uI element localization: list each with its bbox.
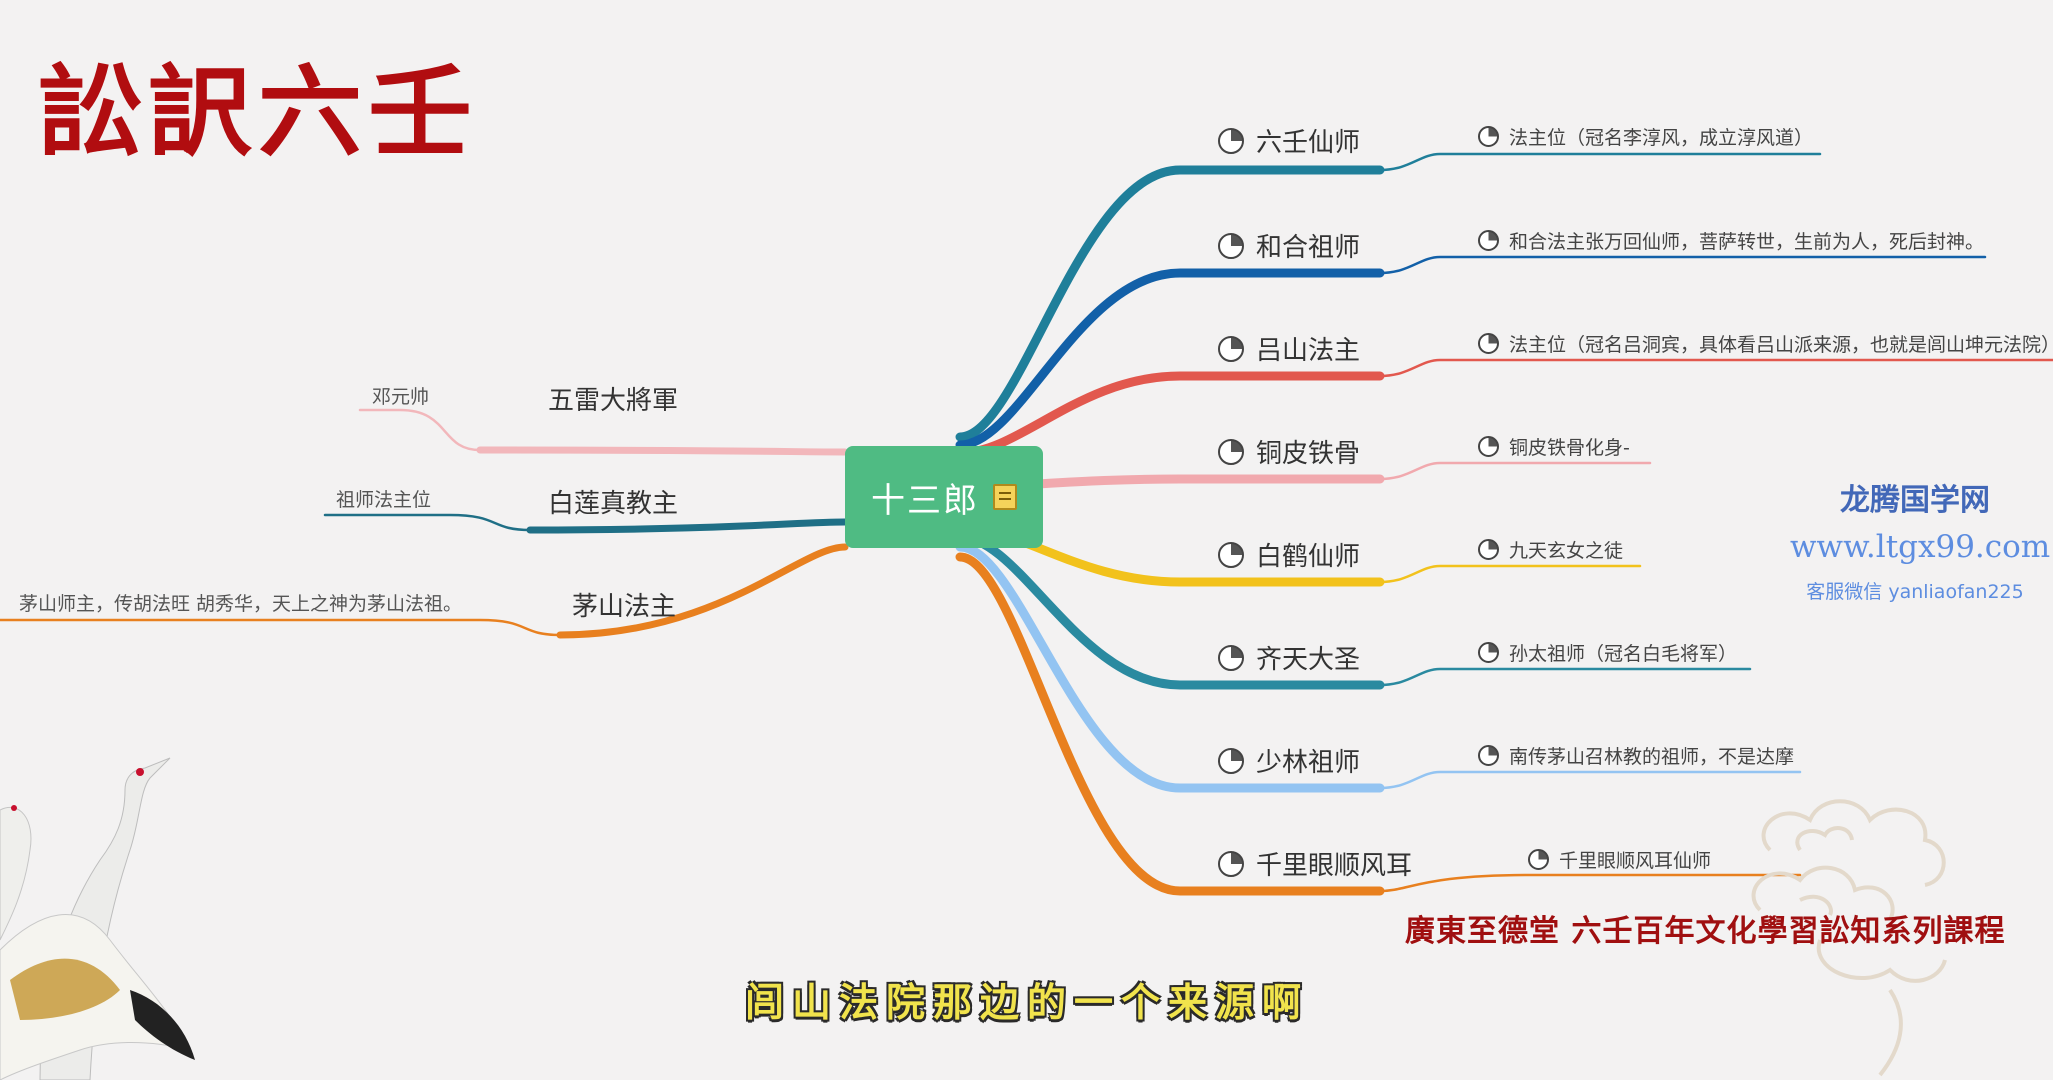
connector-left-main [526, 518, 849, 534]
central-topic-label: 十三郎 [871, 480, 979, 521]
watermark-site-name: 龙腾国学网 [1840, 483, 1990, 518]
connector-main [955, 552, 1385, 896]
branch-liuren-xianshi[interactable]: 六壬仙师 [1218, 122, 1360, 159]
branch-bailian-zhenjiaozhu[interactable]: 白莲真教主 [548, 489, 679, 519]
connector-main [955, 165, 1385, 442]
pie-progress-icon [1218, 335, 1244, 362]
connector-detail [1378, 358, 2053, 378]
connector-detail [1378, 255, 1987, 275]
pie-progress-icon [1478, 436, 1499, 457]
pie-progress-icon [1528, 849, 1549, 870]
pie-progress-icon [1218, 541, 1244, 568]
pie-progress-icon [1478, 333, 1499, 354]
video-subtitle: 闾山法院那边的一个来源啊 [745, 980, 1310, 1026]
branch-maoshan-fazhu[interactable]: 茅山法主 [572, 592, 677, 622]
pie-progress-icon [1478, 745, 1499, 766]
cloud-ornament [1751, 799, 1947, 1077]
pie-progress-icon [1478, 126, 1499, 147]
detail-bailian-zhenjiaozhu[interactable]: 祖师法主位 [336, 489, 432, 511]
connector-detail [1378, 770, 1802, 790]
connector-detail [1378, 667, 1752, 687]
branch-qianliyan-shunfenger[interactable]: 千里眼顺风耳 [1218, 845, 1412, 882]
watermark: 龙腾国学网 www.ltgx99.com 客服微信 yanliaofan225 [1790, 475, 2051, 604]
detail-wulei-dajiangjun[interactable]: 邓元帅 [372, 386, 430, 408]
connector-left-detail [323, 513, 532, 532]
branch-tongpi-tiegu[interactable]: 铜皮铁骨 [1218, 433, 1360, 470]
connector-left-main [476, 446, 849, 456]
detail-hehe-zushi[interactable]: 和合法主张万回仙师，菩萨转世，生前为人，死后封神。 [1478, 227, 1984, 254]
course-footer: 廣東至德堂 六壬百年文化學習訟知系列課程 [1405, 914, 2006, 949]
pie-progress-icon [1218, 850, 1244, 877]
detail-qianliyan-shunfenger[interactable]: 千里眼顺风耳仙师 [1528, 846, 1711, 873]
watermark-contact: 客服微信 yanliaofan225 [1806, 581, 2024, 603]
connector-main [955, 268, 1385, 450]
pie-progress-icon [1478, 539, 1499, 560]
central-topic[interactable]: 十三郎 [845, 446, 1043, 548]
detail-baihe-xianshi[interactable]: 九天玄女之徒 [1478, 536, 1623, 563]
branch-qitian-dasheng[interactable]: 齐天大圣 [1218, 639, 1360, 676]
branch-wulei-dajiangjun[interactable]: 五雷大將軍 [548, 386, 679, 416]
detail-tongpi-tiegu[interactable]: 铜皮铁骨化身- [1478, 433, 1630, 460]
detail-liuren-xianshi[interactable]: 法主位（冠名李淳风，成立淳风道） [1478, 123, 1813, 150]
pie-progress-icon [1218, 438, 1244, 465]
pie-progress-icon [1218, 127, 1244, 154]
connector-detail [1378, 564, 1642, 584]
branch-baihe-xianshi[interactable]: 白鹤仙师 [1218, 536, 1360, 573]
connector-left-detail [358, 408, 482, 452]
detail-shaolin-zushi[interactable]: 南传茅山召林教的祖师，不是达摩 [1478, 742, 1794, 769]
branch-shaolin-zushi[interactable]: 少林祖师 [1218, 742, 1360, 779]
detail-qitian-dasheng[interactable]: 孙太祖师（冠名白毛将军） [1478, 639, 1737, 666]
watermark-url: www.ltgx99.com [1790, 529, 2051, 565]
pie-progress-icon [1478, 642, 1499, 663]
detail-maoshan-fazhu[interactable]: 茅山师主，传胡法旺 胡秀华，天上之神为茅山法祖。 [19, 593, 463, 615]
note-icon[interactable] [993, 484, 1017, 510]
page-title: 訟訳六壬 [38, 53, 479, 171]
branch-hehe-zushi[interactable]: 和合祖师 [1218, 227, 1360, 264]
connector-detail [1378, 152, 1822, 172]
pie-progress-icon [1218, 232, 1244, 259]
branch-lvshan-fazhu[interactable]: 吕山法主 [1218, 330, 1360, 367]
connector-detail [1378, 461, 1652, 481]
crane-illustration [0, 757, 195, 1080]
pie-progress-icon [1478, 230, 1499, 251]
connector-main [955, 542, 1385, 793]
connector-left-main [556, 543, 849, 639]
pie-progress-icon [1218, 747, 1244, 774]
connector-left-detail [0, 618, 562, 637]
detail-lvshan-fazhu[interactable]: 法主位（冠名吕洞宾，具体看吕山派来源，也就是闾山坤元法院） [1478, 330, 2053, 357]
connector-detail [1378, 873, 1802, 893]
pie-progress-icon [1218, 644, 1244, 671]
